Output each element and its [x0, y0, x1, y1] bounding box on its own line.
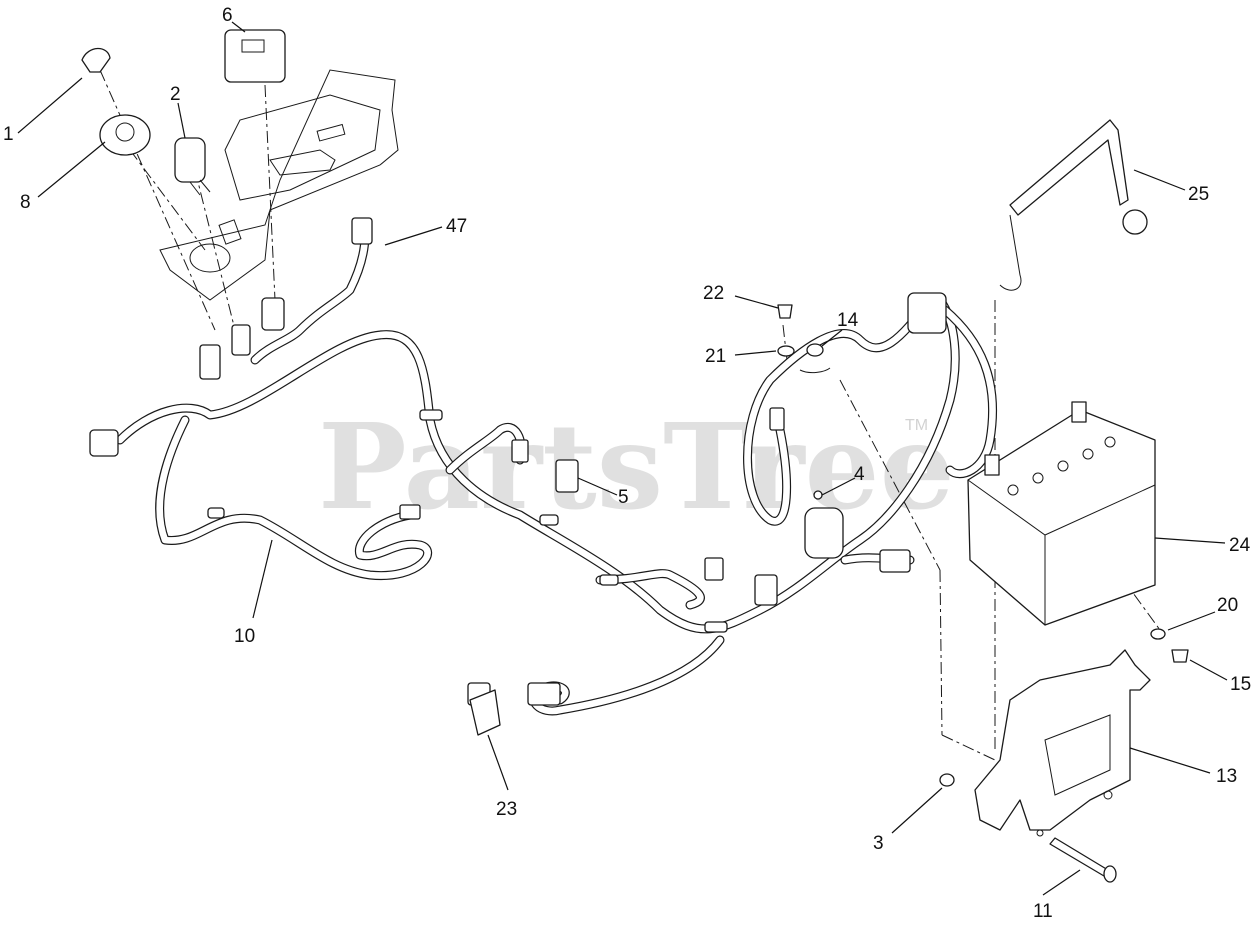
solenoid-part — [804, 507, 844, 559]
leader-lines — [17, 21, 1228, 896]
washer-20-part — [1150, 628, 1166, 640]
callout-4: 4 — [854, 464, 865, 485]
callout-5: 5 — [618, 487, 629, 508]
callout-47: 47 — [446, 216, 467, 237]
seat-switch-part — [469, 689, 501, 736]
callout-25: 25 — [1188, 184, 1209, 205]
callout-21: 21 — [705, 346, 726, 367]
callout-10: 10 — [234, 626, 255, 647]
callout-20: 20 — [1217, 595, 1238, 616]
screw-15-part — [1171, 649, 1189, 663]
callout-2: 2 — [170, 84, 181, 105]
callout-13: 13 — [1216, 766, 1237, 787]
callout-14: 14 — [837, 310, 859, 331]
callout-15: 15 — [1230, 674, 1251, 695]
control-panel-plate — [159, 69, 399, 301]
callout-24: 24 — [1229, 535, 1251, 556]
callout-8: 8 — [20, 192, 31, 213]
screw-22-part — [777, 304, 793, 319]
callout-6: 6 — [222, 5, 233, 26]
watermark-trademark: TM — [905, 417, 928, 434]
battery-tray-part — [974, 649, 1151, 831]
callout-11: 11 — [1033, 901, 1053, 922]
washer-14-part — [806, 343, 824, 357]
wire-harness — [89, 217, 998, 716]
battery-part — [967, 409, 1156, 626]
callout-1: 1 — [3, 124, 14, 145]
push-button-part — [174, 137, 206, 183]
relay-part — [555, 459, 579, 493]
callout-23: 23 — [496, 799, 517, 820]
hour-meter-part — [224, 29, 286, 83]
callout-22: 22 — [703, 283, 724, 304]
callout-3: 3 — [873, 833, 884, 854]
washer-21-part — [777, 345, 795, 357]
key-part — [81, 47, 111, 73]
parts — [81, 29, 1189, 883]
battery-strap-part — [1009, 119, 1129, 216]
ignition-switch-part — [99, 114, 151, 156]
nut-part — [939, 773, 955, 787]
callouts: 1 2 3 4 5 6 8 10 11 13 14 15 20 21 22 23… — [3, 5, 1251, 922]
